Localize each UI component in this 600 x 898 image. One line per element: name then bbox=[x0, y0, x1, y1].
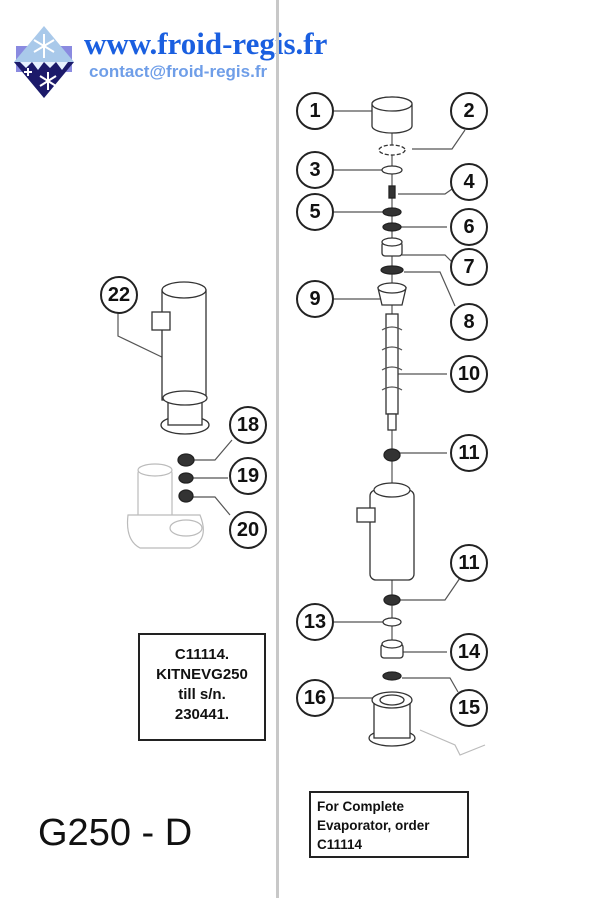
part-10-auger bbox=[381, 313, 403, 431]
callout-14: 14 bbox=[450, 633, 488, 671]
part-2-gasket bbox=[378, 144, 406, 156]
callout-9: 9 bbox=[296, 280, 334, 318]
kit-note-line: 230441. bbox=[174, 706, 230, 723]
callout-16: 16 bbox=[296, 679, 334, 717]
callout-3: 3 bbox=[296, 151, 334, 189]
kit-note-line: C11114. bbox=[174, 646, 230, 663]
contact-email-link[interactable]: contact@froid-regis.fr bbox=[89, 62, 268, 81]
drive-pin bbox=[419, 729, 486, 756]
part-22-evaporator-assembly bbox=[151, 281, 210, 435]
callout-6: 6 bbox=[450, 208, 488, 246]
callout-22: 22 bbox=[100, 276, 138, 314]
part-16-flange bbox=[368, 691, 416, 747]
part-4-screw bbox=[388, 185, 396, 199]
model-label: G250 - D bbox=[38, 812, 193, 854]
kit-note-line: KITNEVG250 bbox=[156, 666, 248, 683]
part-5-washer bbox=[382, 207, 402, 217]
order-note-line: C11114 bbox=[317, 837, 363, 852]
callout-7: 7 bbox=[450, 248, 488, 286]
part-9-holder bbox=[377, 282, 407, 306]
callout-11-top: 11 bbox=[450, 434, 488, 472]
order-note-line: Evaporator, order bbox=[317, 818, 430, 833]
website-url-link[interactable]: www.froid-regis.fr bbox=[84, 26, 328, 61]
part-11-seal-bottom bbox=[383, 594, 401, 606]
gear-motor-ghost bbox=[126, 463, 204, 549]
part-13-oring bbox=[382, 617, 402, 627]
kit-note-box: C11114. KITNEVG250 till s/n. 230441. bbox=[138, 633, 266, 741]
part-11-seal-top bbox=[383, 448, 401, 462]
part-15-bearing bbox=[382, 671, 402, 681]
page-divider bbox=[276, 0, 279, 898]
callout-8: 8 bbox=[450, 303, 488, 341]
part-20-coupling bbox=[178, 489, 194, 503]
left-leader-lines bbox=[117, 313, 233, 516]
part-8-seal bbox=[380, 265, 404, 275]
callout-11-bottom: 11 bbox=[450, 544, 488, 582]
callout-15: 15 bbox=[450, 689, 488, 727]
callout-19: 19 bbox=[229, 457, 267, 495]
callout-4: 4 bbox=[450, 163, 488, 201]
part-19-spider bbox=[178, 472, 194, 484]
part-1-cap bbox=[371, 96, 413, 134]
callout-2: 2 bbox=[450, 92, 488, 130]
callout-5: 5 bbox=[296, 193, 334, 231]
callout-1: 1 bbox=[296, 92, 334, 130]
evaporator-body bbox=[356, 482, 415, 581]
part-14-nut bbox=[380, 639, 404, 659]
callout-10: 10 bbox=[450, 355, 488, 393]
part-18-coupling bbox=[177, 453, 195, 467]
part-6-washer bbox=[382, 222, 402, 232]
kit-note-line: till s/n. bbox=[178, 686, 226, 703]
callout-20: 20 bbox=[229, 511, 267, 549]
callout-13: 13 bbox=[296, 603, 334, 641]
part-3-oring bbox=[381, 165, 403, 175]
order-note-box: For Complete Evaporator, order C11114 bbox=[309, 791, 469, 858]
order-note-line: For Complete bbox=[317, 799, 405, 814]
part-7-bushing bbox=[381, 237, 403, 257]
callout-18: 18 bbox=[229, 406, 267, 444]
snowflake-diamond-logo-icon bbox=[14, 26, 74, 98]
leader-lines bbox=[334, 100, 466, 699]
